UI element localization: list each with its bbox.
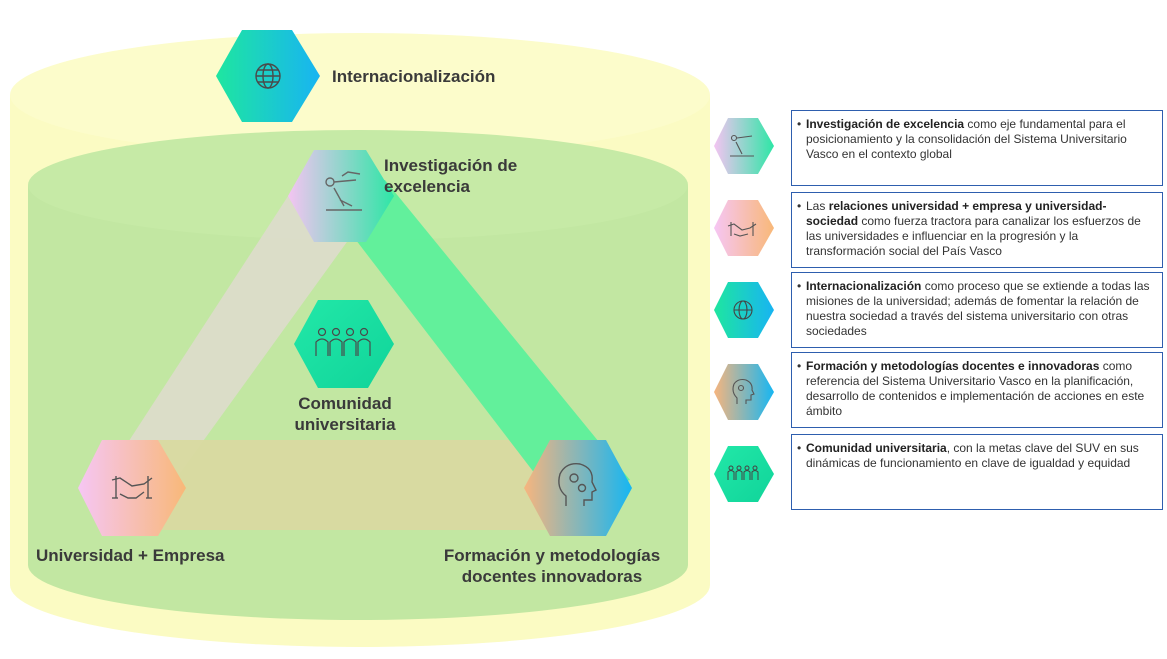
- head-gears-icon: [732, 378, 755, 404]
- description-text: Formación y metodologías docentes e inno…: [797, 359, 1154, 419]
- people-group-icon: [315, 327, 371, 356]
- globe-icon: [255, 63, 281, 89]
- description-box-formacion: Formación y metodologías docentes e inno…: [791, 352, 1163, 428]
- people-group-icon: [727, 465, 759, 480]
- description-rest: como referencia del Sistema Universitari…: [806, 359, 1145, 418]
- hex-comunidad: [294, 300, 394, 388]
- description-rest: como eje fundamental para el posicionami…: [806, 117, 1127, 161]
- legend-handshake: [714, 200, 774, 256]
- description-text: Internacionalización como proceso que se…: [797, 279, 1154, 339]
- description-text: Comunidad universitaria, con la metas cl…: [797, 441, 1154, 471]
- label-universidad-empresa: Universidad + Empresa: [36, 546, 225, 565]
- legend-globe: [714, 282, 774, 338]
- hex-formacion: [524, 440, 632, 536]
- label-investigacion: Investigación de excelencia: [384, 156, 518, 196]
- band-left: [110, 170, 370, 480]
- description-bold: Formación y metodologías docentes e inno…: [806, 359, 1100, 373]
- description-box-internacionalizacion: Internacionalización como proceso que se…: [791, 272, 1163, 348]
- hex-internacionalizacion: [216, 30, 320, 122]
- triangle: [110, 170, 630, 530]
- handshake-icon: [727, 222, 757, 237]
- hex-investigacion: [288, 150, 394, 242]
- description-bold: Investigación de excelencia: [806, 117, 965, 131]
- globe-icon: [733, 300, 753, 320]
- hex-universidad-empresa: [78, 440, 186, 536]
- label-comunidad: Comunidad universitaria: [294, 394, 396, 434]
- description-box-comunidad: Comunidad universitaria, con la metas cl…: [791, 434, 1163, 510]
- head-gears-icon: [558, 463, 597, 506]
- microscope-icon: [325, 171, 362, 211]
- description-text: Investigación de excelencia como eje fun…: [797, 117, 1154, 162]
- band-bottom: [120, 440, 575, 530]
- description-rest: como proceso que se extiende a todas las…: [806, 279, 1150, 338]
- legend-microscope: [714, 118, 774, 174]
- legend-icons: [714, 118, 774, 502]
- description-bold: Internacionalización: [806, 279, 922, 293]
- label-formacion: Formación y metodologías docentes innova…: [443, 546, 661, 586]
- description-bold: relaciones universidad + empresa y unive…: [806, 199, 1107, 228]
- description-bold: Comunidad universitaria: [806, 441, 947, 455]
- description-pre: Las: [806, 199, 829, 213]
- description-rest: como fuerza tractora para canalizar los …: [806, 214, 1141, 258]
- legend-people: [714, 446, 774, 502]
- description-rest: , con la metas clave del SUV en sus diná…: [806, 441, 1139, 470]
- microscope-icon: [730, 134, 754, 157]
- description-box-investigacion: Investigación de excelencia como eje fun…: [791, 110, 1163, 186]
- description-box-universidad-empresa: Las relaciones universidad + empresa y u…: [791, 192, 1163, 268]
- description-text: Las relaciones universidad + empresa y u…: [797, 199, 1154, 259]
- handshake-icon: [111, 476, 153, 499]
- label-internacionalizacion: Internacionalización: [332, 67, 496, 86]
- band-right: [310, 180, 630, 500]
- legend-head: [714, 364, 774, 420]
